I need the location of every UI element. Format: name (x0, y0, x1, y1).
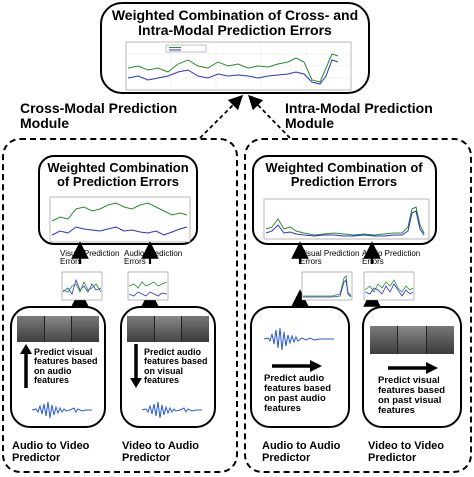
video-to-video-caption: Video to Video Predictor (368, 440, 444, 465)
audio-to-video-text: Predict visual features based on audio f… (34, 347, 98, 386)
video-to-audio-text: Predict audio features based on visual f… (144, 347, 208, 386)
cross-visual-errors-plot (61, 271, 103, 301)
intra-combination-title: Weighted Combination of Prediction Error… (265, 160, 423, 189)
down-arrow-icon (130, 344, 142, 388)
cross-audio-errors-label: Audio Prediction Errors (124, 249, 183, 267)
intra-module-heading: Intra-Modal Prediction Module (285, 100, 433, 132)
audio-to-audio-text: Predict audio features based on past aud… (264, 373, 332, 414)
intra-combination-plot (263, 198, 430, 240)
audio-waveform-icon (31, 401, 92, 419)
right-arrow-icon (272, 360, 322, 372)
intra-visual-errors-plot (301, 271, 353, 301)
audio-to-audio-predictor: Predict audio features based on past aud… (250, 306, 350, 428)
intra-audio-errors-label: Audio Prediction Errors (362, 249, 421, 267)
video-frames-image (370, 326, 454, 354)
audio-waveform-icon (263, 327, 334, 351)
intra-modal-module (244, 138, 472, 473)
cross-combination-title: Weighted Combination of Prediction Error… (47, 160, 189, 189)
intra-audio-errors-plot (363, 271, 415, 301)
cross-combination-plot (49, 196, 191, 243)
up-arrow-icon (20, 344, 32, 388)
video-to-video-text: Predict visual features based on past vi… (378, 375, 446, 416)
intra-visual-errors-label: Visual Prediction Errors (300, 249, 360, 267)
video-to-video-predictor: Predict visual features based on past vi… (362, 306, 462, 428)
top-combination-plot (125, 41, 352, 91)
cross-modal-module (2, 138, 238, 473)
video-to-audio-caption: Video to Audio Predictor (122, 440, 199, 465)
video-frames-image (127, 316, 210, 342)
top-combination-box: Weighted Combination of Cross- and Intra… (100, 2, 370, 94)
audio-to-audio-caption: Audio to Audio Predictor (262, 440, 341, 465)
audio-to-video-predictor: Predict visual features based on audio f… (10, 306, 106, 428)
cross-audio-errors-plot (127, 271, 169, 301)
right-arrow-icon (388, 362, 438, 374)
audio-waveform-icon (141, 401, 202, 419)
audio-to-video-caption: Audio to Video Predictor (12, 440, 90, 465)
intra-combination-box: Weighted Combination of Prediction Error… (252, 155, 437, 245)
cross-module-heading: Cross-Modal Prediction Module (20, 100, 178, 132)
video-frames-image (17, 316, 100, 342)
cross-visual-errors-label: Visual Prediction Errors (60, 249, 120, 267)
top-combination-title: Weighted Combination of Cross- and Intra… (111, 7, 359, 38)
cross-combination-box: Weighted Combination of Prediction Error… (38, 155, 198, 245)
video-to-audio-predictor: Predict audio features based on visual f… (120, 306, 216, 428)
